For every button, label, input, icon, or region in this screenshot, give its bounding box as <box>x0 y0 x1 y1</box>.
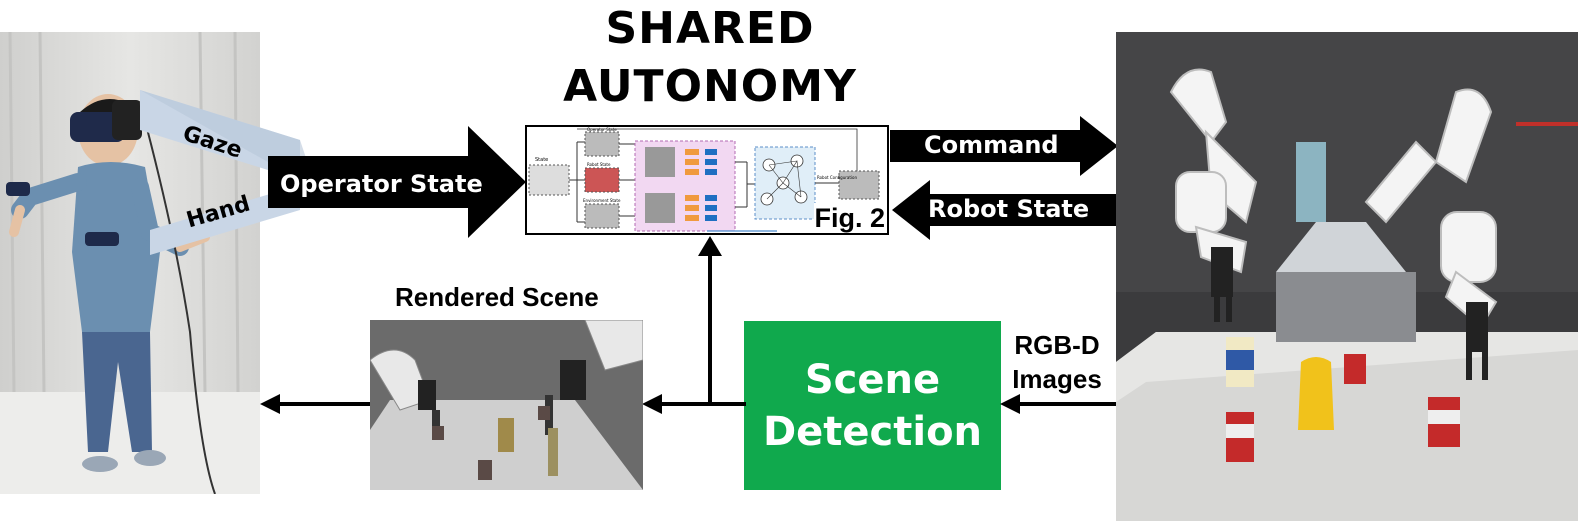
command-label: Command <box>924 131 1059 159</box>
diagram-title: SHARED AUTONOMY <box>520 0 900 116</box>
render-to-operator-arrow <box>260 394 370 414</box>
figure-thumbnail: State Operator State Robot State Environ… <box>525 125 889 235</box>
fig-state-label: State <box>535 157 548 163</box>
fig-robot-configuration-label: Robot Configuration <box>817 175 857 180</box>
rgbd-arrow <box>1000 394 1116 414</box>
rendered-scene-image <box>370 320 643 490</box>
robot-state-arrow <box>892 180 1118 240</box>
fig-operator-state-label: Operator State <box>587 127 617 132</box>
title-line-2: AUTONOMY <box>563 61 857 112</box>
operator-photo <box>0 32 260 494</box>
robot-illustration <box>1116 32 1578 521</box>
figure-label: Fig. 2 <box>814 203 885 233</box>
operator-state-label: Operator State <box>280 170 483 198</box>
rendered-scene-illustration <box>370 320 643 490</box>
title-line-1: SHARED <box>605 3 815 54</box>
hand-beam <box>150 185 300 255</box>
operator-illustration <box>0 32 260 494</box>
scene-detection-line-1: Scene <box>804 356 941 403</box>
robot-photo <box>1116 32 1578 521</box>
scene-detection-line-2: Detection <box>762 408 983 455</box>
fig-environment-state-label: Environment State <box>583 198 621 203</box>
rendered-scene-label: Rendered Scene <box>395 282 599 312</box>
detection-to-figure-arrow <box>698 236 722 404</box>
fig-robot-state-label: Robot State <box>587 162 611 167</box>
command-arrow <box>890 116 1118 176</box>
scene-detection-box: Scene Detection <box>744 321 1001 490</box>
robot-state-label: Robot State <box>928 195 1090 223</box>
rgbd-line-1: RGB-D <box>1014 330 1100 360</box>
detection-to-render-arrow <box>642 394 746 414</box>
rgbd-line-2: Images <box>1012 364 1102 394</box>
rgbd-label: RGB-D Images <box>1012 328 1102 396</box>
figure-schematic: State Operator State Robot State Environ… <box>528 127 880 232</box>
operator-state-arrow <box>268 126 526 238</box>
